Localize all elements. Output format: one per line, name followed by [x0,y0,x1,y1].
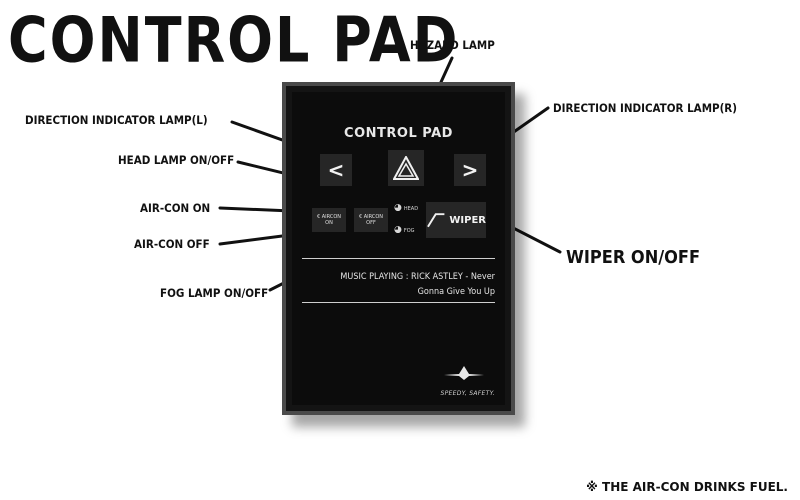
aircon-on-label-1: € AIRCON [316,214,342,220]
aircon-off-button[interactable]: € AIRCON OFF [354,208,388,232]
control-pad-device: CONTROL PAD < > € AIRCON ON € AIRCON OFF… [282,82,515,415]
callout-hazard-lamp: HAZARD LAMP [410,38,495,52]
page-title: CONTROL PAD [8,4,460,77]
wiper-button[interactable]: WIPER [426,202,486,238]
wiper-label: WIPER [449,214,486,226]
music-now-playing: MUSIC PLAYING : RICK ASTLEY - Never Gonn… [304,270,495,300]
callout-aircon-on: AIR-CON ON [140,201,211,215]
pad-title: CONTROL PAD [344,126,453,141]
callout-aircon-off: AIR-CON OFF [134,237,210,251]
music-line-2: Gonna Give You Up [417,287,495,297]
aircon-on-label-2: ON [325,220,333,226]
head-lamp-label: HEAD [403,205,419,212]
brand-logo-icon [444,366,484,380]
callout-wiper: WIPER ON/OFF [566,247,701,268]
head-lamp-icon: ◕ [394,203,402,213]
footnote: ※ THE AIR-CON DRINKS FUEL. [586,480,788,494]
callout-head-lamp: HEAD LAMP ON/OFF [118,153,235,167]
callout-direction-right: DIRECTION INDICATOR LAMP(R) [553,101,737,115]
brand-slogan: SPEEDY, SAFETY. [440,390,495,397]
hazard-lamp-button[interactable] [388,150,424,186]
fog-lamp-toggle[interactable]: ◕ FOG [394,226,415,235]
divider-bottom [302,302,495,303]
chevron-left-icon: < [327,158,345,182]
callout-fog-lamp: FOG LAMP ON/OFF [160,286,269,300]
wiper-icon [427,213,445,228]
hazard-triangle-icon [393,156,419,180]
direction-right-button[interactable]: > [454,154,486,186]
music-line-1: MUSIC PLAYING : RICK ASTLEY - Never [340,272,495,282]
aircon-off-label-1: € AIRCON [358,214,384,220]
chevron-right-icon: > [461,158,479,182]
direction-left-button[interactable]: < [320,154,352,186]
control-pad-screen: CONTROL PAD < > € AIRCON ON € AIRCON OFF… [292,92,505,405]
fog-lamp-label: FOG [403,227,415,234]
head-lamp-toggle[interactable]: ◕ HEAD [394,204,418,213]
callout-direction-left: DIRECTION INDICATOR LAMP(L) [25,113,208,127]
fog-lamp-icon: ◕ [394,225,402,235]
aircon-off-label-2: OFF [366,220,376,226]
aircon-on-button[interactable]: € AIRCON ON [312,208,346,232]
divider-top [302,258,495,259]
